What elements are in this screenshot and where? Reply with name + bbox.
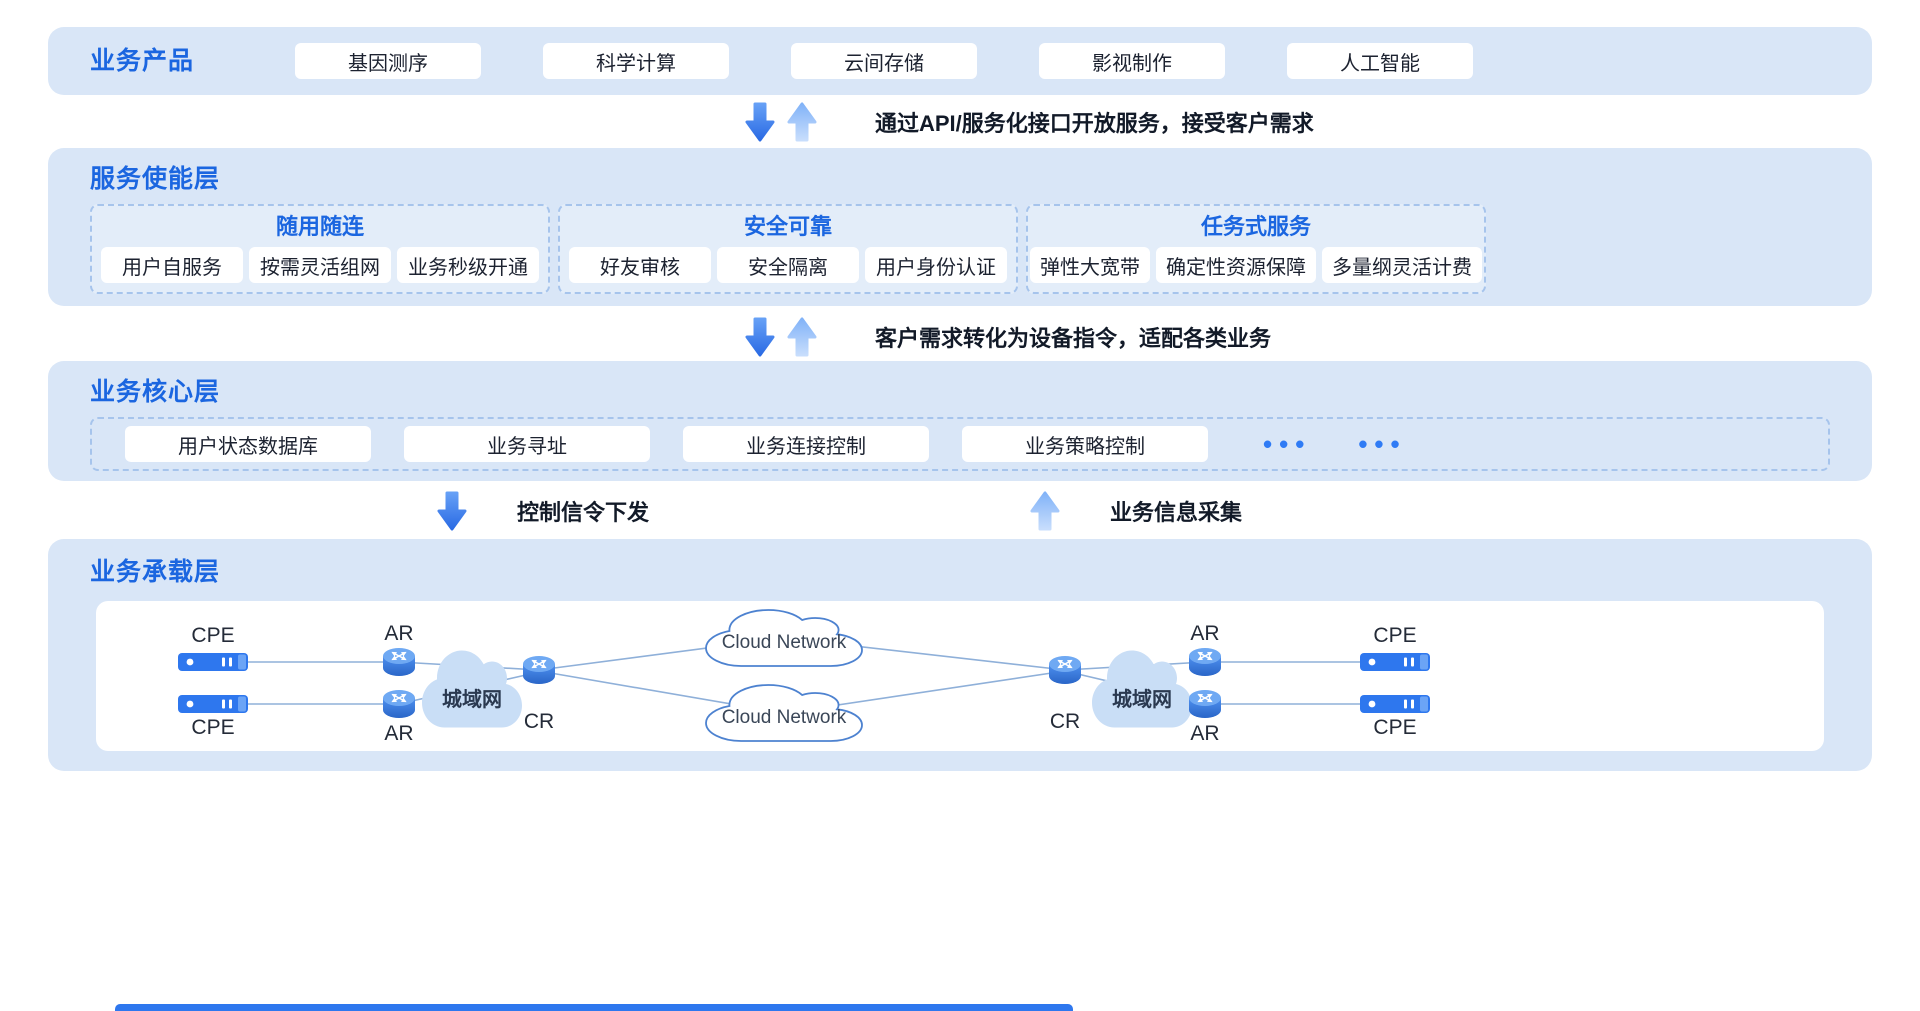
ar-label: AR — [1190, 622, 1220, 645]
ar-label: AR — [384, 722, 414, 745]
connection-lines — [236, 637, 1386, 714]
cpe-label: CPE — [1373, 624, 1417, 647]
arrow-up-icon — [787, 317, 817, 357]
enable-item-security-isolation: 安全隔离 — [717, 247, 859, 283]
layer-title-products: 业务产品 — [90, 47, 195, 75]
cpe-label: CPE — [191, 716, 235, 739]
metro-network-label: 城域网 — [442, 688, 502, 711]
flow-group-control-down: 控制信令下发 — [437, 489, 649, 533]
ellipsis-icon: ••• — [1358, 429, 1407, 459]
flow-group-demand: 客户需求转化为设备指令，适配各类业务 — [745, 315, 1271, 359]
core-item-connection-control: 业务连接控制 — [683, 426, 929, 462]
layer-service-bearer: 业务承载层 城域网 — [48, 539, 1872, 771]
router-icon-cr — [1046, 653, 1084, 692]
enable-item-deterministic-resources: 确定性资源保障 — [1156, 247, 1316, 283]
ar-label: AR — [384, 622, 414, 645]
flow-text-demand: 客户需求转化为设备指令，适配各类业务 — [875, 326, 1272, 351]
arrow-up-icon — [787, 102, 817, 142]
enable-item-flexible-billing: 多量纲灵活计费 — [1322, 247, 1482, 283]
ellipsis-icon: ••• — [1263, 429, 1312, 459]
core-item-user-state-database: 用户状态数据库 — [125, 426, 371, 462]
group-connect-on-demand: 随用随连 用户自服务 按需灵活组网 业务秒级开通 — [90, 204, 550, 294]
flow-row-api: 通过API/服务化接口开放服务，接受客户需求 — [48, 100, 1872, 144]
flow-group-info-up: 业务信息采集 — [1030, 489, 1242, 533]
router-icon-ar — [380, 687, 418, 726]
enable-item-user-self-service: 用户自服务 — [101, 247, 243, 283]
cloud-icon — [706, 606, 862, 670]
layer-business-products: 业务产品 基因测序 科学计算 云间存储 影视制作 人工智能 — [48, 27, 1872, 95]
flow-row-control: 控制信令下发 业务信息采集 — [48, 489, 1872, 533]
flow-text-control-down: 控制信令下发 — [517, 500, 650, 525]
flow-row-demand: 客户需求转化为设备指令，适配各类业务 — [48, 315, 1872, 359]
group-title: 随用随连 — [275, 214, 364, 239]
cloud-network-label: Cloud Network — [721, 707, 847, 728]
product-item-scientific-computing: 科学计算 — [543, 43, 729, 79]
layer-business-core: 业务核心层 用户状态数据库 业务寻址 业务连接控制 业务策略控制 ••• ••• — [48, 361, 1872, 481]
router-icon-ar — [1186, 645, 1224, 684]
cr-label: CR — [1049, 710, 1081, 733]
product-item-artificial-intelligence: 人工智能 — [1287, 43, 1473, 79]
enable-item-flexible-networking: 按需灵活组网 — [249, 247, 391, 283]
ar-label: AR — [1190, 722, 1220, 745]
product-item-cloud-storage: 云间存储 — [791, 43, 977, 79]
arrow-up-icon — [1030, 491, 1060, 531]
product-pill-row: 基因测序 科学计算 云间存储 影视制作 人工智能 — [295, 43, 1473, 79]
enable-item-identity-authentication: 用户身份认证 — [865, 247, 1007, 283]
flow-text-api: 通过API/服务化接口开放服务，接受客户需求 — [875, 111, 1314, 136]
network-diagram: 城域网 城域网 Cloud Network Cloud Network CPE — [96, 601, 1824, 751]
layer-title-bearer: 业务承载层 — [90, 558, 221, 586]
layer-title-enablement: 服务使能层 — [90, 165, 221, 193]
cpe-device-icon — [1360, 695, 1430, 718]
router-icon-ar — [1186, 687, 1224, 726]
router-icon-ar — [380, 645, 418, 684]
cpe-label: CPE — [1373, 716, 1417, 739]
core-function-box: 用户状态数据库 业务寻址 业务连接控制 业务策略控制 ••• ••• — [90, 417, 1830, 471]
cpe-device-icon — [1360, 653, 1430, 676]
group-title: 任务式服务 — [1200, 214, 1311, 239]
metro-network-cloud-right: 城域网 — [1092, 645, 1192, 733]
layer-service-enablement: 服务使能层 随用随连 用户自服务 按需灵活组网 业务秒级开通 安全可靠 好友审核… — [48, 148, 1872, 306]
product-item-gene-sequencing: 基因测序 — [295, 43, 481, 79]
cloud-icon — [1092, 650, 1192, 728]
group-safe-reliable: 安全可靠 好友审核 安全隔离 用户身份认证 — [558, 204, 1018, 294]
router-icon-cr — [520, 653, 558, 692]
bottom-partial-bar — [115, 1004, 1073, 1011]
metro-network-label: 城域网 — [1112, 688, 1172, 711]
core-item-policy-control: 业务策略控制 — [962, 426, 1208, 462]
cloud-network-label: Cloud Network — [721, 632, 847, 653]
cloud-icon — [422, 650, 522, 728]
product-item-film-production: 影视制作 — [1039, 43, 1225, 79]
flow-text-info-up: 业务信息采集 — [1110, 500, 1243, 525]
arrow-down-icon — [745, 317, 775, 357]
cloud-network-bottom: Cloud Network — [706, 681, 862, 745]
arrow-down-icon — [437, 491, 467, 531]
group-title: 安全可靠 — [743, 214, 832, 239]
flow-group-api: 通过API/服务化接口开放服务，接受客户需求 — [745, 100, 1314, 144]
cpe-device-icon — [178, 653, 248, 676]
group-task-based-service: 任务式服务 弹性大宽带 确定性资源保障 多量纲灵活计费 — [1026, 204, 1486, 294]
core-item-service-addressing: 业务寻址 — [404, 426, 650, 462]
enable-item-second-level-activation: 业务秒级开通 — [397, 247, 539, 283]
cloud-network-top: Cloud Network — [706, 606, 862, 670]
cpe-device-icon — [178, 695, 248, 718]
cpe-label: CPE — [191, 624, 235, 647]
enablement-groups: 随用随连 用户自服务 按需灵活组网 业务秒级开通 安全可靠 好友审核 安全隔离 … — [90, 204, 1830, 294]
cr-label: CR — [523, 710, 555, 733]
cloud-icon — [706, 681, 862, 745]
metro-network-cloud-left: 城域网 — [422, 645, 522, 733]
layer-title-core: 业务核心层 — [90, 378, 221, 406]
enable-item-elastic-bandwidth: 弹性大宽带 — [1030, 247, 1150, 283]
enable-item-friend-review: 好友审核 — [569, 247, 711, 283]
arrow-down-icon — [745, 102, 775, 142]
